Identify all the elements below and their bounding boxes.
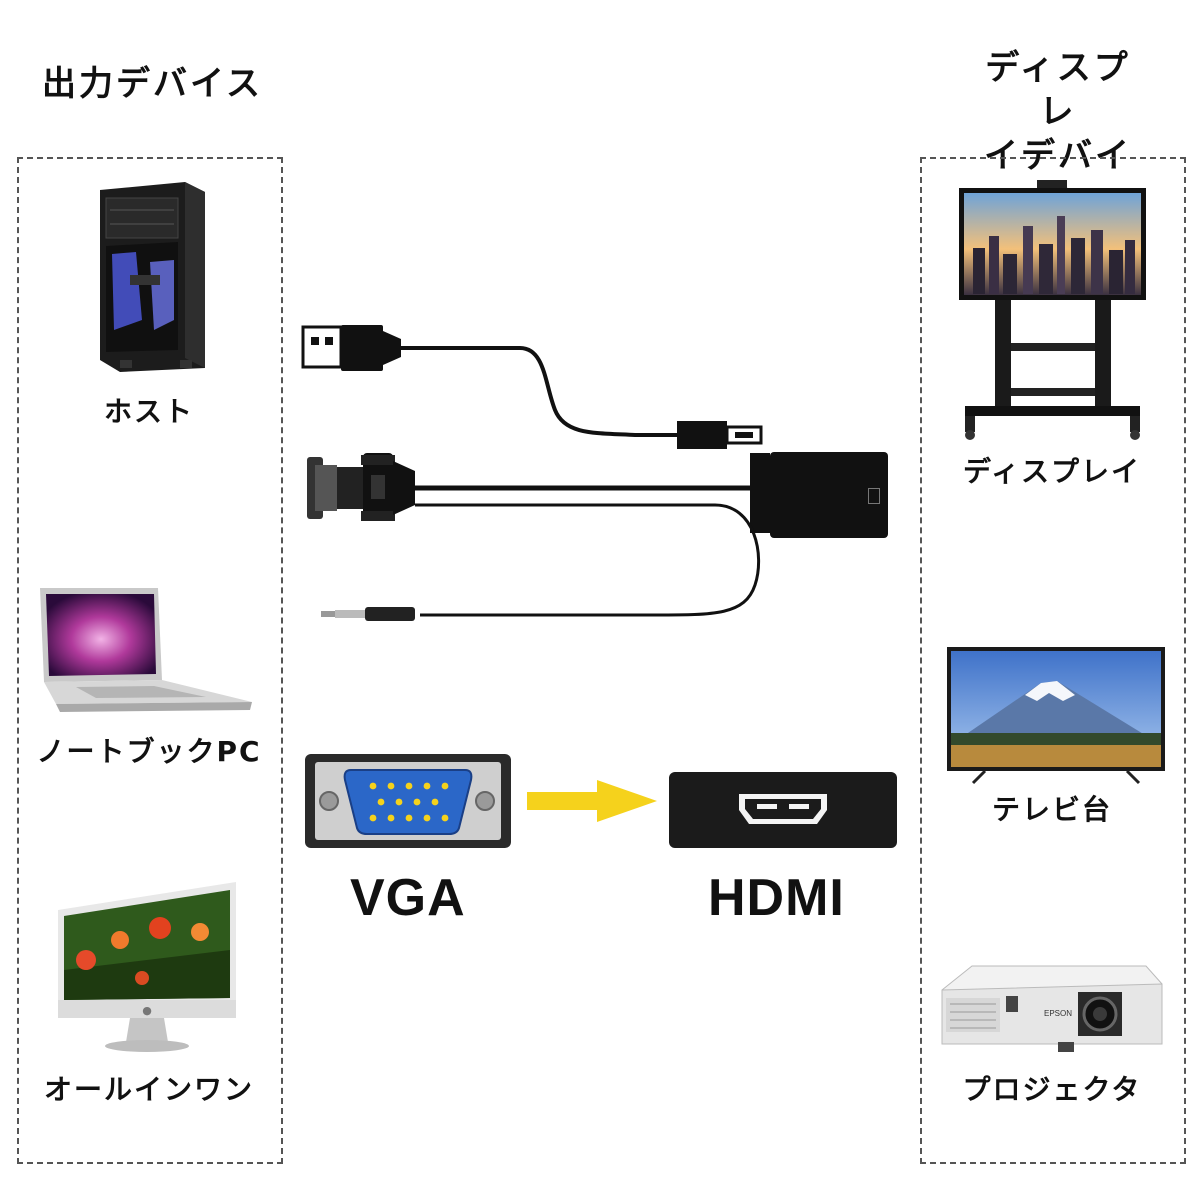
tv-stand-label: テレビ台 bbox=[991, 793, 1112, 826]
vga-to-hdmi-adapter-cable bbox=[301, 325, 770, 621]
projector-brand: EPSON bbox=[1044, 1009, 1072, 1018]
hdmi-label: HDMI bbox=[708, 869, 845, 927]
usb-plug-icon bbox=[301, 325, 401, 371]
all-in-one-label: オールインワン bbox=[43, 1073, 254, 1106]
hdmi-adapter-box bbox=[770, 452, 888, 538]
vga-plug-icon bbox=[307, 453, 415, 521]
display-stand-icon bbox=[959, 180, 1146, 440]
tv-icon bbox=[947, 647, 1165, 785]
all-in-one-pc-icon: ● bbox=[58, 882, 236, 1052]
display-devices-box bbox=[920, 157, 1186, 1164]
vga-port-icon bbox=[305, 754, 511, 848]
display-label: ディスプレイ bbox=[962, 455, 1142, 488]
display-devices-heading-line1: ディスプレ bbox=[985, 48, 1131, 132]
hdmi-port-mark-icon bbox=[868, 488, 880, 504]
laptop-icon bbox=[40, 588, 252, 712]
vga-label: VGA bbox=[350, 869, 466, 927]
output-devices-heading: 出力デバイス bbox=[42, 64, 263, 104]
projector-label: プロジェクタ bbox=[962, 1073, 1142, 1106]
host-label: ホスト bbox=[103, 395, 194, 428]
svg-text:●: ● bbox=[142, 1004, 152, 1017]
output-devices-box bbox=[17, 157, 283, 1164]
desktop-tower-icon bbox=[100, 182, 205, 372]
notebook-pc-label: ノートブックPC bbox=[36, 735, 262, 768]
conversion-arrow-icon bbox=[527, 780, 657, 822]
projector-icon: EPSON bbox=[941, 965, 1163, 1052]
hdmi-port-icon bbox=[669, 772, 897, 848]
